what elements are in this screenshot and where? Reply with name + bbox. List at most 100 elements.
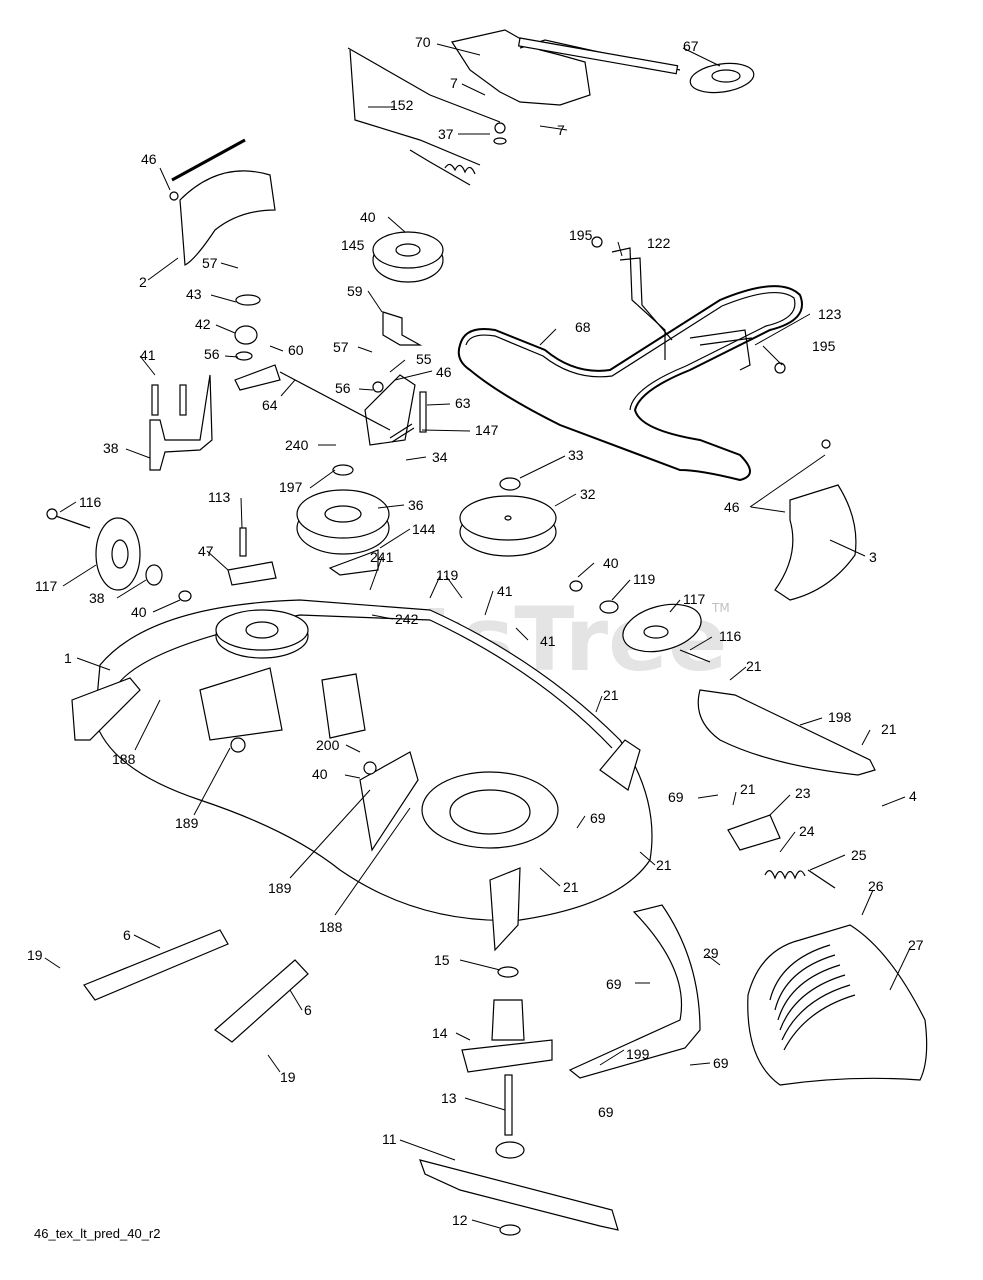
callout-label: 43 <box>186 286 202 302</box>
callout-label: 4 <box>909 788 917 804</box>
baffle-198 <box>697 689 876 776</box>
gauge-wheel-left <box>46 508 192 602</box>
belt-guide-brackets <box>591 236 786 374</box>
callout-label: 40 <box>312 766 328 782</box>
callout-label: 14 <box>432 1025 448 1041</box>
callout-label: 36 <box>408 497 424 513</box>
callout-labels: 70 67 7 152 37 7 46 40 145 195 122 2 57 … <box>27 34 924 1228</box>
callout-label: 69 <box>598 1104 614 1120</box>
callout-label: 145 <box>341 237 365 253</box>
drive-belt-68 <box>457 285 803 482</box>
hardware-43-42-56 <box>234 294 281 391</box>
callout-label: 60 <box>288 342 304 358</box>
bracket-38-left <box>149 374 213 471</box>
callout-label: 6 <box>304 1002 312 1018</box>
callout-label: 34 <box>432 449 448 465</box>
callout-label: 68 <box>575 319 591 335</box>
callout-label: 116 <box>719 628 742 644</box>
callout-label: 47 <box>198 543 214 559</box>
callout-label: 113 <box>208 489 231 505</box>
idler-pulley-145 <box>372 231 444 283</box>
callout-label: 42 <box>195 316 211 332</box>
callout-label: 21 <box>740 781 756 797</box>
tensioner-arm <box>279 371 427 446</box>
callout-label: 7 <box>450 75 458 91</box>
callout-label: 33 <box>568 447 584 463</box>
callout-label: 195 <box>569 227 593 243</box>
callout-label: 69 <box>668 789 684 805</box>
pulley-32 <box>459 477 557 557</box>
lift-lever-assembly <box>347 29 681 186</box>
callout-label: 70 <box>415 34 431 50</box>
callout-label: 38 <box>89 590 105 606</box>
link-6-upper <box>83 929 229 1001</box>
callout-label: 123 <box>818 306 842 322</box>
callout-label: 38 <box>103 440 119 456</box>
bar-199 <box>568 904 701 1079</box>
callout-label: 69 <box>590 810 606 826</box>
callout-label: 12 <box>452 1212 468 1228</box>
callout-label: 69 <box>606 976 622 992</box>
link-6-lower <box>214 959 309 1043</box>
callout-label: 67 <box>683 38 699 54</box>
callout-label: 56 <box>335 380 351 396</box>
pulley-36 <box>296 464 390 555</box>
callout-label: 56 <box>204 346 220 362</box>
diagram-code: 46_tex_lt_pred_40_r2 <box>34 1226 161 1241</box>
spindle-assembly <box>419 966 619 1236</box>
gauge-wheel-right <box>569 580 711 663</box>
callout-label: 19 <box>280 1069 296 1085</box>
callout-label: 13 <box>441 1090 457 1106</box>
callout-label: 200 <box>316 737 340 753</box>
bracket-47 <box>227 527 277 586</box>
callout-label: 242 <box>395 611 419 627</box>
bracket-59 <box>382 311 423 346</box>
callout-label: 40 <box>131 604 147 620</box>
bracket-spring-assy <box>727 814 836 889</box>
callout-label: 7 <box>557 122 565 138</box>
callout-label: 59 <box>347 283 363 299</box>
callout-label: 240 <box>285 437 309 453</box>
callout-label: 57 <box>202 255 218 271</box>
callout-label: 199 <box>626 1046 650 1062</box>
callout-label: 189 <box>268 880 292 896</box>
callout-label: 15 <box>434 952 450 968</box>
callout-label: 21 <box>656 857 672 873</box>
callout-label: 46 <box>141 151 157 167</box>
callout-label: 147 <box>475 422 499 438</box>
callout-label: 197 <box>279 479 303 495</box>
callout-label: 21 <box>881 721 897 737</box>
belt-guard-left <box>169 138 276 266</box>
callout-label: 119 <box>633 571 656 587</box>
leader-lines <box>44 43 911 1229</box>
callout-label: 41 <box>497 583 513 599</box>
watermark-tm: TM <box>711 601 730 615</box>
callout-label: 119 <box>436 567 459 583</box>
callout-label: 19 <box>27 947 43 963</box>
callout-label: 23 <box>795 785 811 801</box>
callout-label: 188 <box>112 751 136 767</box>
callout-label: 11 <box>382 1131 397 1147</box>
callout-label: 6 <box>123 927 131 943</box>
callout-label: 55 <box>416 351 432 367</box>
callout-label: 26 <box>868 878 884 894</box>
callout-label: 46 <box>436 364 452 380</box>
callout-label: 29 <box>703 945 719 961</box>
callout-label: 41 <box>540 633 556 649</box>
callout-label: 64 <box>262 397 278 413</box>
callout-label: 40 <box>603 555 619 571</box>
callout-label: 117 <box>683 591 706 607</box>
belt-cover-right <box>774 439 857 601</box>
callout-label: 57 <box>333 339 349 355</box>
callout-label: 21 <box>746 658 762 674</box>
callout-label: 41 <box>140 347 156 363</box>
callout-label: 241 <box>370 549 394 565</box>
discharge-chute <box>747 924 928 1086</box>
callout-label: 46 <box>724 499 740 515</box>
callout-label: 32 <box>580 486 596 502</box>
callout-label: 21 <box>603 687 619 703</box>
callout-label: 37 <box>438 126 454 142</box>
callout-label: 25 <box>851 847 867 863</box>
callout-label: 27 <box>908 937 924 953</box>
callout-label: 2 <box>139 274 147 290</box>
